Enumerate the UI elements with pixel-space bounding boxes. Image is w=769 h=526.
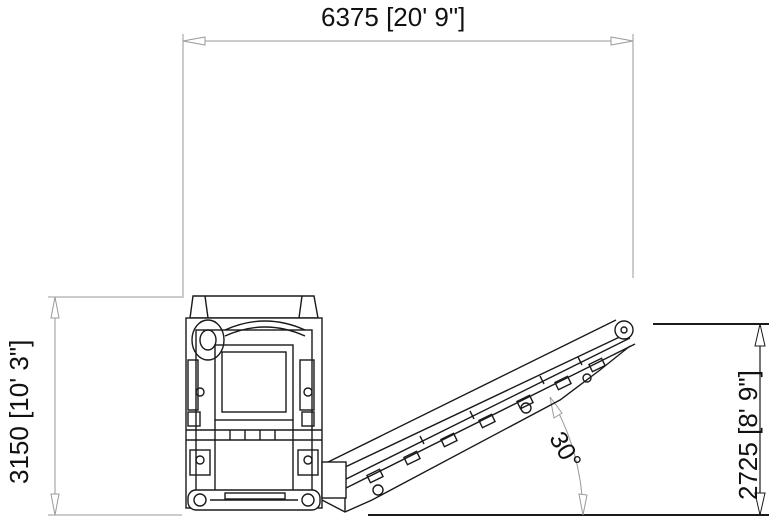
overall-length-label: 6375 [20' 9"] (321, 2, 466, 32)
angle-arrow-bottom (578, 493, 588, 516)
dimension-angle (549, 396, 588, 516)
dimension-width (182, 34, 634, 298)
angle-arrow-top (549, 396, 563, 419)
width-arrow-right (610, 36, 634, 46)
right-height-arrow-bottom (754, 492, 766, 516)
head-pulley (614, 320, 634, 340)
drum (191, 319, 225, 361)
discharge-height-label: 2725 [8' 9"] (733, 370, 763, 500)
overall-height-label: 3150 [10' 3"] (4, 339, 34, 484)
machine-body (185, 295, 323, 511)
dimension-left-height (48, 296, 182, 516)
dimension-right-height (653, 323, 769, 516)
left-height-arrow-bottom (50, 493, 60, 516)
right-height-arrow-top (754, 323, 766, 347)
width-arrow-left (182, 36, 206, 46)
discharge-conveyor (321, 319, 636, 513)
left-height-arrow-top (50, 296, 60, 319)
